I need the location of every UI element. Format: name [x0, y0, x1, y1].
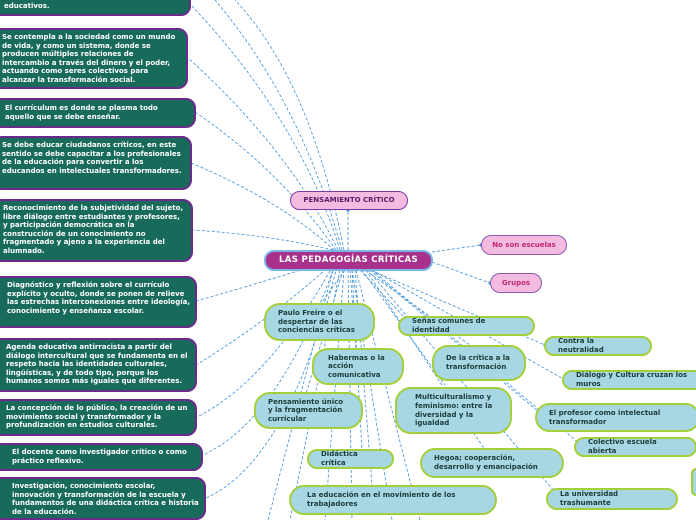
subtopic-habermas[interactable]: Habermas o la acción comunicativa [312, 348, 404, 385]
subtopic-hegoa[interactable]: Hegoa; cooperación, desarrollo y emancip… [420, 448, 564, 478]
subtopic-multiculturalismo[interactable]: Multiculturalismo y feminismo: entre la … [395, 387, 512, 434]
subtopic-contra-neutralidad[interactable]: Contra la neutralidad [544, 336, 652, 356]
subtopic-didactica-critica[interactable]: Didáctica crítica [307, 449, 394, 469]
note-docente-investigador: El docente como investigador crítico o c… [0, 443, 203, 471]
subtopic-pensamiento-unico[interactable]: Pensamiento único y la fragmentación cur… [254, 392, 363, 429]
note-educativos: educativos. [0, 0, 191, 16]
subtopic-paulo-freire[interactable]: Paulo Freire o el despertar de las conci… [264, 303, 375, 341]
note-concepcion-publico: La concepción de lo público, la creación… [0, 399, 197, 436]
subtopic-partial-right-edge[interactable] [691, 468, 696, 496]
note-investigacion: Investigación, conocimiento escolar, inn… [0, 477, 206, 520]
subtopic-universidad-trashumante[interactable]: La universidad trashumante [546, 488, 678, 510]
subtopic-dialogo-cultura[interactable]: Diálogo y Cultura cruzan los muros [562, 370, 696, 390]
central-topic[interactable]: LAS PEDAGOGÍAS CRÍTICAS [264, 250, 433, 271]
note-agenda-antirracista: Agenda educativa antirracista a partir d… [0, 338, 197, 392]
subtopic-profesor-intelectual[interactable]: El profesor como intelectual transformad… [535, 403, 696, 432]
topic-grupos[interactable]: Grupos [490, 273, 542, 293]
note-sociedad: Se contempla a la sociedad como un mundo… [0, 28, 188, 89]
note-ciudadanos-criticos: Se debe educar ciudadanos críticos, en e… [0, 136, 192, 190]
note-diagnostico: Diagnóstico y reflexión sobre el currícu… [0, 276, 197, 328]
subtopic-senas-comunes[interactable]: Señas comunes de identidad [398, 316, 535, 336]
note-subjetividad: Reconocimiento de la subjetividad del su… [0, 199, 193, 262]
subtopic-critica-transformacion[interactable]: De la crítica a la transformación [432, 345, 526, 381]
topic-no-son-escuelas[interactable]: No son escuelas [481, 235, 567, 255]
subtopic-educacion-trabajadores[interactable]: La educación en el movimiento de los tra… [289, 485, 497, 515]
topic-pensamiento-critico[interactable]: PENSAMIENTO CRÍTICO [290, 191, 408, 210]
subtopic-colectivo-escuela-abierta[interactable]: Colectivo escuela abierta [574, 437, 696, 457]
note-curriculum: El currículum es donde se plasma todo aq… [0, 98, 196, 128]
